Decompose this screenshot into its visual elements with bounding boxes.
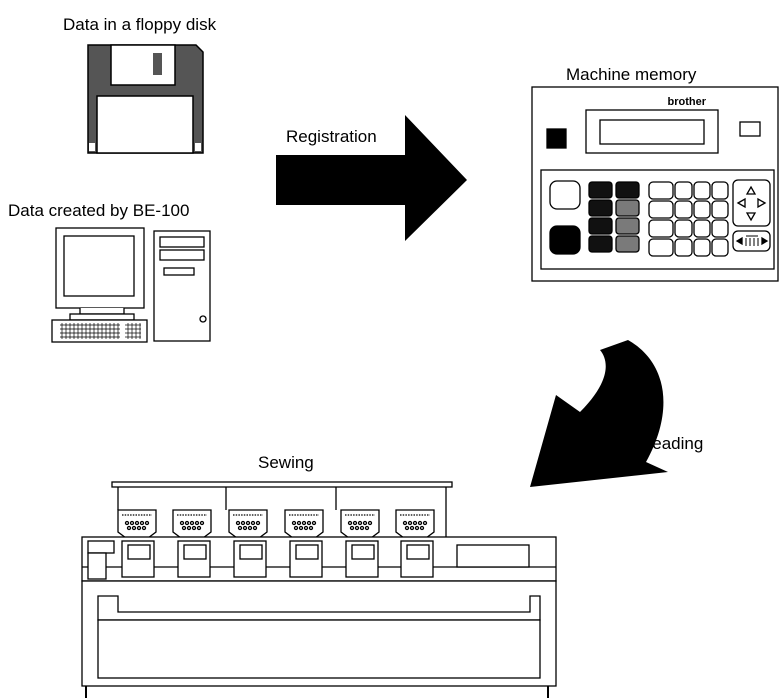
desktop-computer-icon <box>51 227 211 343</box>
registration-label: Registration <box>286 127 377 146</box>
sewing-label: Sewing <box>258 453 314 472</box>
floppy-disk-icon <box>87 44 204 154</box>
computer-label: Data created by BE-100 <box>8 201 190 220</box>
reading-arrow <box>530 340 668 487</box>
control-panel-icon: brother <box>531 86 779 282</box>
floppy-label: Data in a floppy disk <box>63 15 217 34</box>
brand-logo: brother <box>668 96 707 108</box>
registration-arrow <box>276 115 467 241</box>
machine-memory-label: Machine memory <box>566 65 697 84</box>
embroidery-machine-icon <box>81 481 557 698</box>
sewing-heads <box>117 509 435 539</box>
